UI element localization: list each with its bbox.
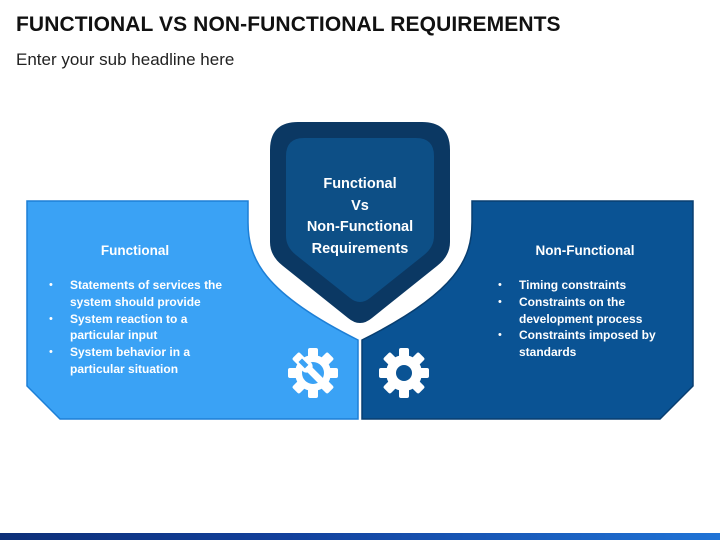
- list-item: Statements of services the system should…: [44, 277, 244, 311]
- list-item: Constraints on the development process: [493, 294, 673, 328]
- right-panel-list: Timing constraints Constraints on the de…: [493, 277, 673, 361]
- list-item: System behavior in a particular situatio…: [44, 344, 244, 378]
- gear-wrench-icon: [288, 348, 338, 398]
- center-heading: Functional Vs Non-Functional Requirement…: [290, 174, 430, 260]
- center-line-3: Non-Functional: [306, 219, 414, 235]
- list-item: Timing constraints: [493, 277, 673, 294]
- list-item: System reaction to a particular input: [44, 311, 244, 345]
- left-panel-list: Statements of services the system should…: [44, 277, 244, 378]
- page-subtitle: Enter your sub headline here: [16, 50, 235, 69]
- center-line-1: Functional: [323, 176, 397, 192]
- center-line-2: Vs: [351, 197, 369, 214]
- bottom-accent-bar: [0, 533, 720, 540]
- right-panel-title: Non-Functional: [535, 243, 635, 258]
- gear-icon: [379, 348, 429, 398]
- page-title: FUNCTIONAL VS NON-FUNCTIONAL REQUIREMENT…: [16, 13, 561, 36]
- center-shield-inner: [286, 138, 434, 302]
- list-item: Constraints imposed by standards: [493, 327, 673, 361]
- center-line-4: Requirements: [311, 240, 409, 257]
- left-panel-title: Functional: [100, 243, 170, 258]
